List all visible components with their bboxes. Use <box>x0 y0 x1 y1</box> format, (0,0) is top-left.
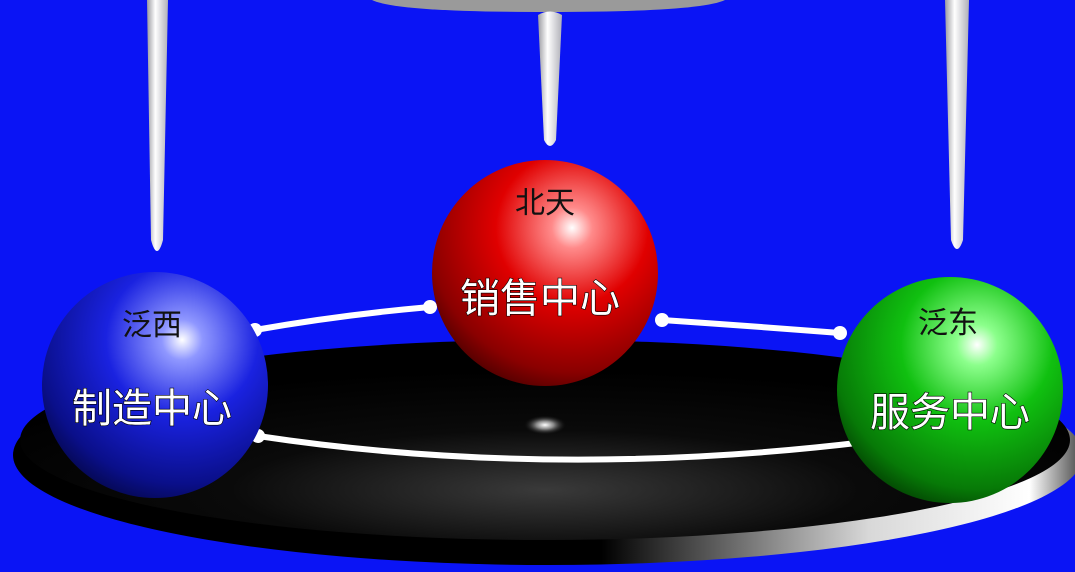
rod-center <box>538 11 562 146</box>
node-east-region: 泛东 <box>918 306 978 341</box>
node-east: 泛东 服务中心 <box>837 277 1063 503</box>
node-north: 北天 销售中心 <box>432 160 658 386</box>
sphere-blue <box>42 272 268 498</box>
platform <box>13 340 1075 565</box>
rod-right <box>945 0 969 249</box>
sphere-green <box>837 277 1063 503</box>
rod-left <box>147 0 168 251</box>
sphere-red <box>432 160 658 386</box>
node-north-center: 销售中心 <box>460 276 620 322</box>
node-west-region: 泛西 <box>122 308 182 343</box>
node-east-center: 服务中心 <box>870 390 1030 436</box>
node-west-center: 制造中心 <box>72 386 232 432</box>
node-west: 泛西 制造中心 <box>42 272 268 498</box>
node-north-region: 北天 <box>515 186 575 221</box>
ceiling-plate <box>372 0 725 12</box>
